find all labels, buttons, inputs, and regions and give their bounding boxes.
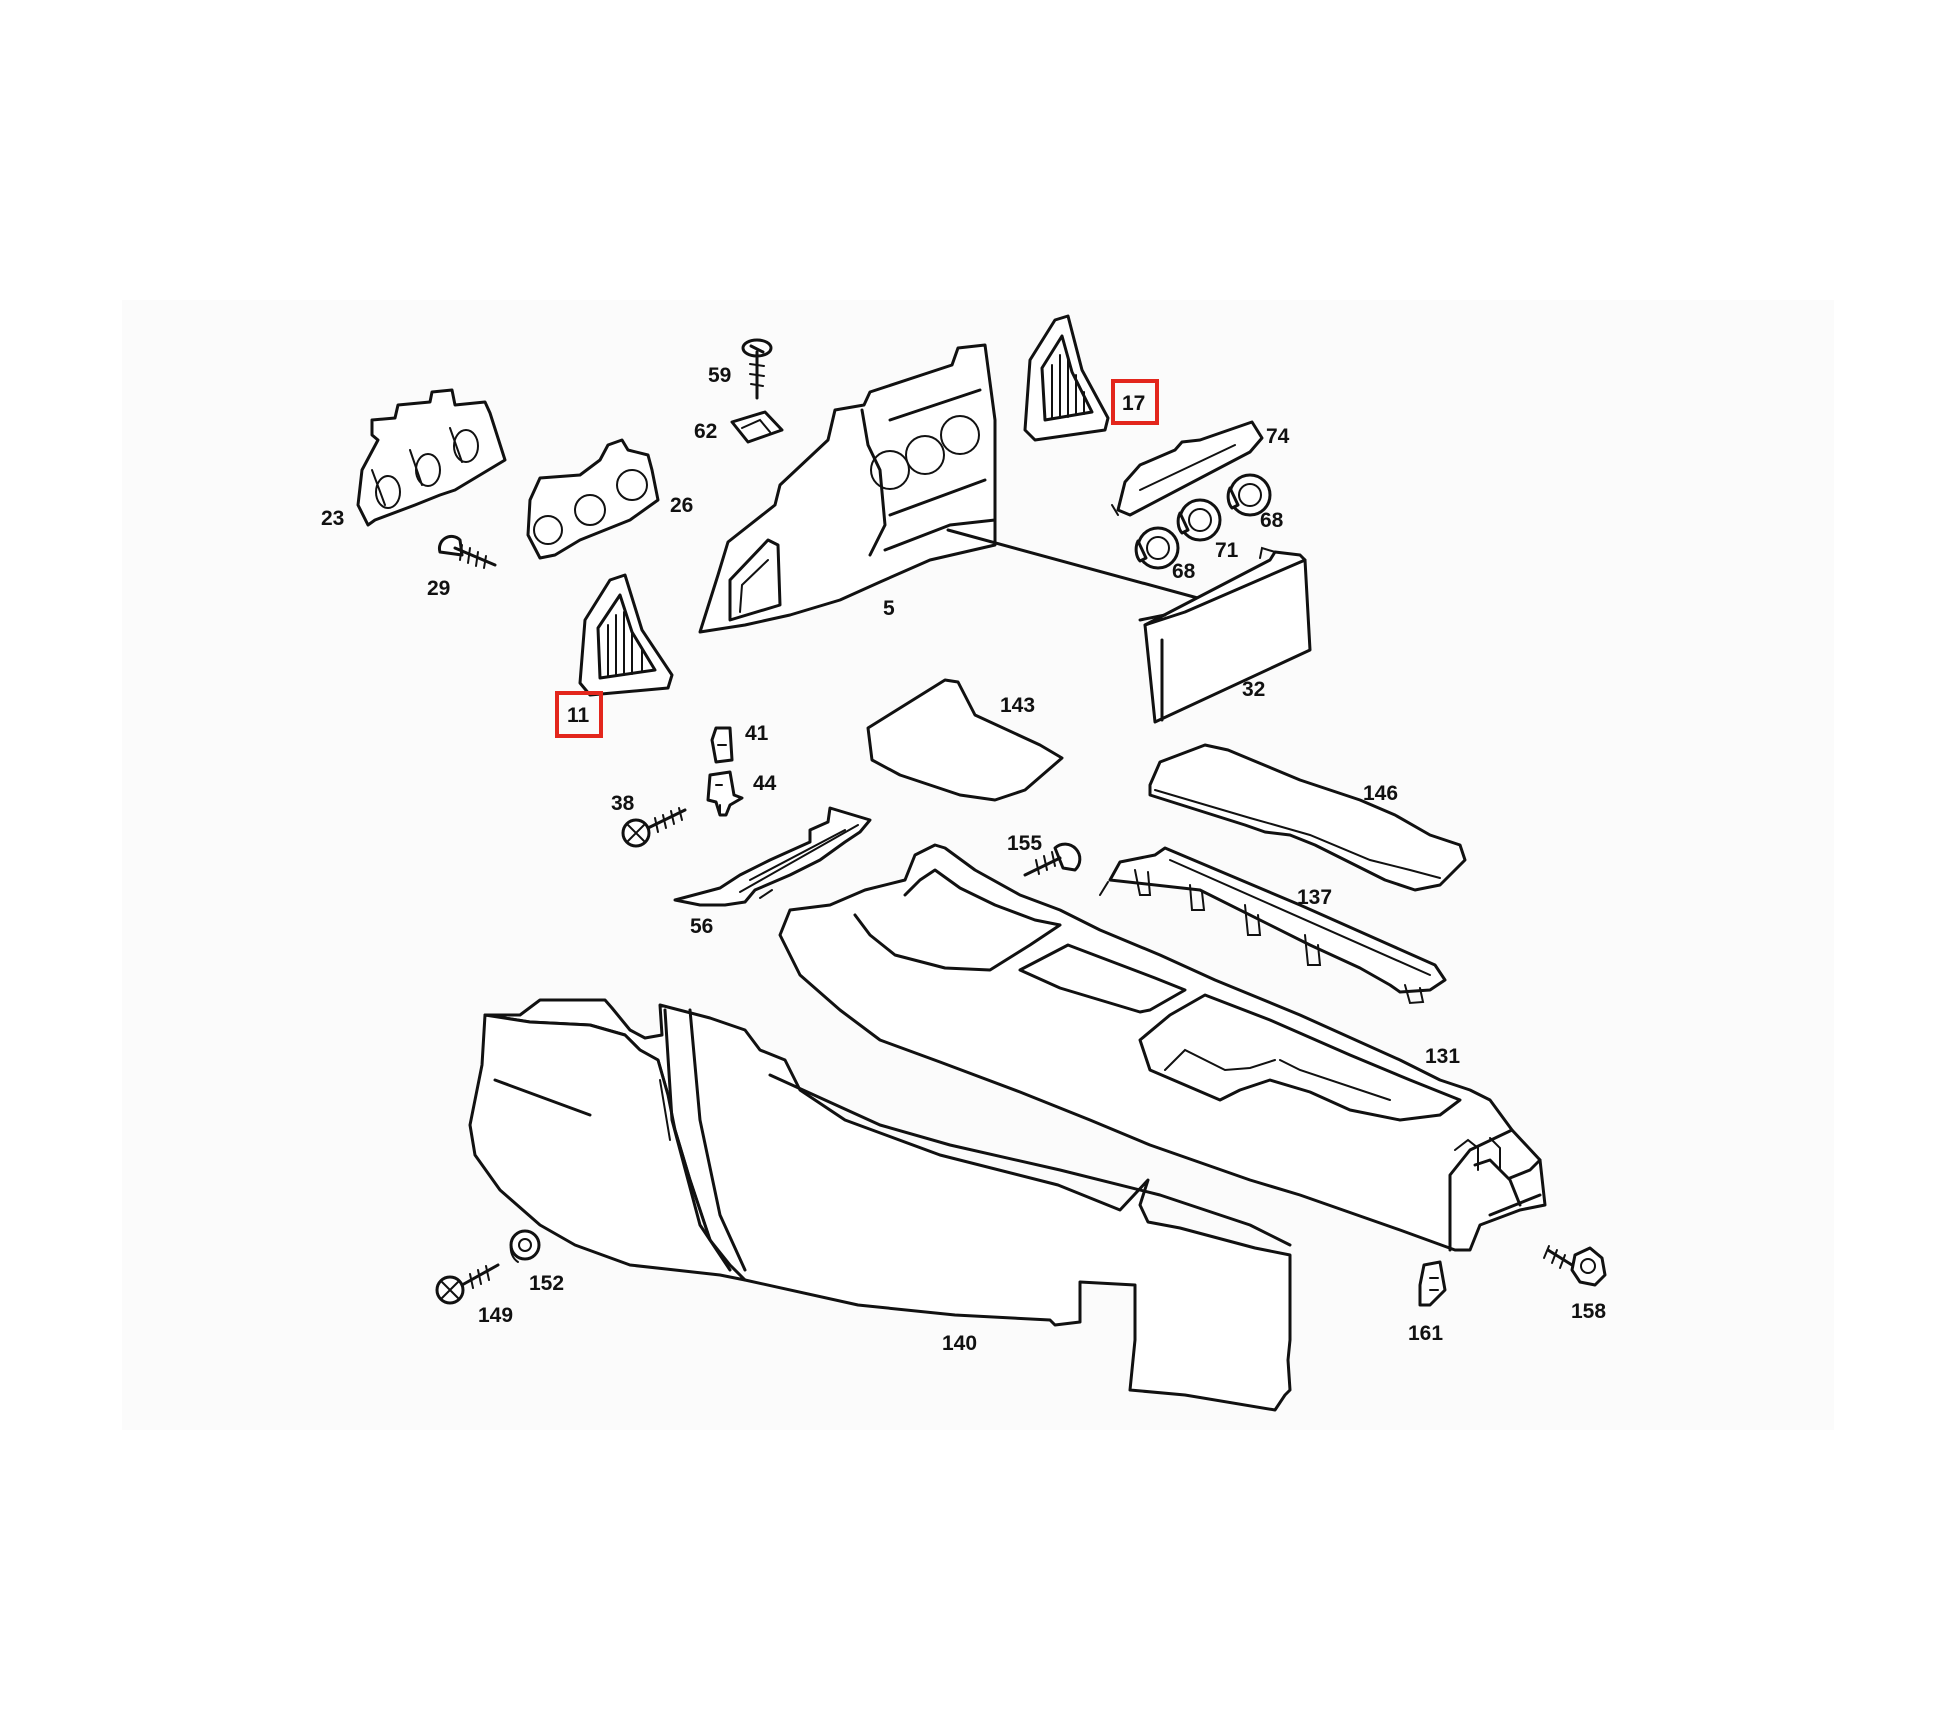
highlight-box-11 [555, 691, 603, 738]
part-68-ring-upper[interactable] [1226, 473, 1272, 517]
part-155-screw[interactable] [1023, 842, 1082, 877]
part-161-clip[interactable] [1418, 1260, 1447, 1307]
label-part-62: 62 [694, 420, 717, 443]
part-59-screw[interactable] [741, 338, 773, 400]
label-part-56: 56 [690, 915, 713, 938]
part-158-bolt[interactable] [1543, 1245, 1607, 1287]
label-part-71: 71 [1215, 539, 1239, 562]
part-29-screw[interactable] [437, 534, 497, 569]
part-5-center-panel[interactable] [698, 343, 997, 634]
part-44-clip[interactable] [706, 770, 744, 817]
label-part-74: 74 [1266, 425, 1290, 448]
label-part-11: 11 [567, 704, 590, 727]
part-62-clip-nut[interactable] [730, 410, 784, 444]
label-part-32: 32 [1242, 678, 1265, 701]
part-140-side-panels[interactable] [468, 998, 1292, 1412]
part-56-bracket[interactable] [673, 806, 872, 907]
part-32-box[interactable] [1138, 546, 1312, 724]
label-part-44: 44 [753, 772, 777, 795]
label-part-131: 131 [1425, 1045, 1460, 1068]
part-152-washer[interactable] [509, 1229, 541, 1263]
part-23-gauge-bracket[interactable] [356, 388, 507, 527]
label-part-38: 38 [611, 792, 635, 815]
part-71-ring[interactable] [1176, 498, 1222, 542]
leader-line-5-32 [946, 528, 1207, 602]
part-11-air-vent[interactable] [578, 573, 674, 697]
part-41-clip[interactable] [710, 726, 734, 764]
part-137-trim-strip[interactable] [1099, 846, 1447, 1005]
part-131-main-console[interactable] [778, 843, 1547, 1252]
label-part-149: 149 [478, 1304, 513, 1327]
part-74-switch-panel[interactable] [1111, 420, 1264, 517]
label-part-143: 143 [1000, 694, 1035, 717]
label-part-68-lower: 68 [1172, 560, 1196, 583]
part-17-air-vent[interactable] [1023, 314, 1110, 442]
label-part-68-upper: 68 [1260, 509, 1284, 532]
part-26-gauge-frame[interactable] [526, 438, 660, 560]
label-part-41: 41 [745, 722, 769, 745]
label-part-59: 59 [708, 364, 731, 387]
part-143-cover-panel[interactable] [866, 678, 1064, 802]
highlight-box-17 [1111, 379, 1159, 425]
part-149-screw[interactable] [435, 1263, 500, 1305]
part-68-ring-lower[interactable] [1134, 526, 1180, 570]
label-part-140: 140 [942, 1332, 977, 1355]
label-part-5: 5 [883, 597, 895, 620]
part-146-armrest[interactable] [1148, 743, 1467, 892]
label-part-17: 17 [1122, 392, 1145, 415]
label-part-161: 161 [1408, 1322, 1443, 1345]
part-38-screw[interactable] [621, 807, 687, 848]
label-part-158: 158 [1571, 1300, 1606, 1323]
label-part-152: 152 [529, 1272, 564, 1295]
label-part-29: 29 [427, 577, 450, 600]
label-part-146: 146 [1363, 782, 1398, 805]
label-part-23: 23 [321, 507, 344, 530]
label-part-137: 137 [1297, 886, 1332, 909]
label-part-26: 26 [670, 494, 693, 517]
label-part-155: 155 [1007, 832, 1042, 855]
